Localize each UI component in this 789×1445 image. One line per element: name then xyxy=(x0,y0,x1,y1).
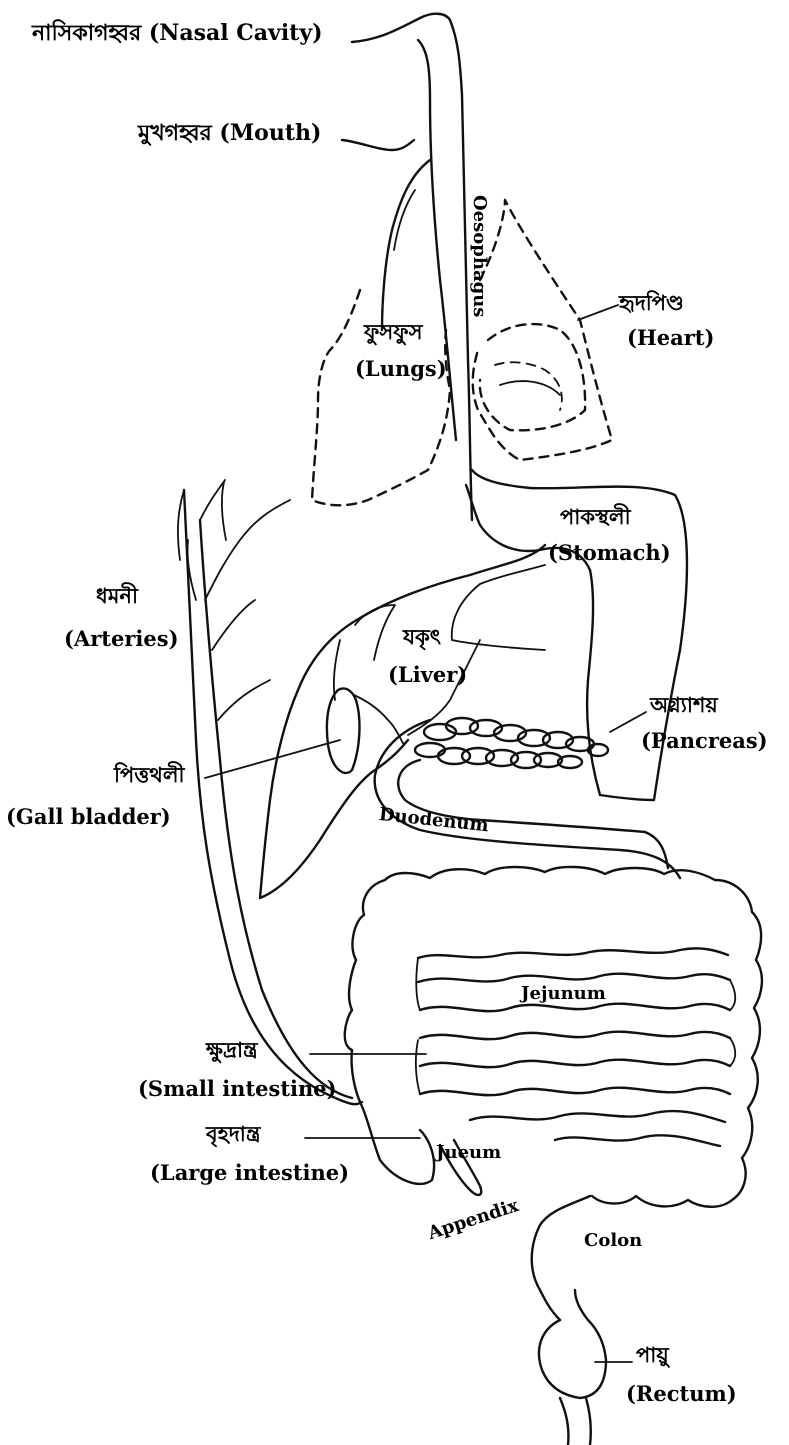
gall-bladder-bn: পিত্তথলী xyxy=(114,765,185,786)
stomach-en: (Stomach) xyxy=(548,542,671,563)
stomach-bn: পাকস্থলী xyxy=(560,507,631,528)
lungs-bn: ফুসফুস xyxy=(364,322,422,343)
gall-bladder-en: (Gall bladder) xyxy=(6,806,171,827)
small-intestine-bn: ক্ষুদ্রান্ত্র xyxy=(206,1040,258,1061)
lungs-en: (Lungs) xyxy=(355,358,447,379)
oesophagus-label: Oesophagus xyxy=(470,195,488,317)
arteries-bn: ধমনী xyxy=(96,586,138,607)
gall-bladder-leader xyxy=(205,740,340,778)
heart-en: (Heart) xyxy=(627,327,714,348)
nasal-cavity-bn: নাসিকাগহ্বর xyxy=(32,21,141,46)
gall-bladder-outline xyxy=(327,688,360,773)
mouth-outline xyxy=(342,140,414,150)
pancreas-bn: অগ্ন্যাশয় xyxy=(650,695,718,716)
heart-outline xyxy=(473,200,612,460)
pharynx-outline xyxy=(382,160,430,330)
small-intestine-en: (Small intestine) xyxy=(138,1078,337,1099)
liver-bn: যকৃৎ xyxy=(403,627,441,648)
large-intestine-bn: বৃহদান্ত্র xyxy=(206,1124,260,1145)
ileum-label: Jueum xyxy=(436,1144,501,1162)
liver-en: (Liver) xyxy=(388,664,467,685)
nasal-cavity-label: নাসিকাগহ্বর (Nasal Cavity) xyxy=(32,22,323,45)
mouth-bn: মুখগহ্বর xyxy=(138,121,212,146)
large-intestine-outline xyxy=(345,867,762,1207)
mouth-label: মুখগহ্বর (Mouth) xyxy=(138,122,321,145)
rectum-en: (Rectum) xyxy=(626,1383,737,1404)
heart-bn: হৃদপিণ্ড xyxy=(619,292,684,313)
pancreas-shape xyxy=(415,718,608,768)
large-intestine-en: (Large intestine) xyxy=(150,1162,349,1183)
nasal-cavity-en: (Nasal Cavity) xyxy=(149,20,323,46)
colon-label: Colon xyxy=(584,1232,642,1250)
mouth-en: (Mouth) xyxy=(219,120,321,146)
liver-outline xyxy=(260,545,545,898)
pancreas-en: (Pancreas) xyxy=(641,730,768,751)
small-intestine-shape xyxy=(416,948,735,1146)
jejunum-label: Jejunum xyxy=(521,985,606,1003)
arteries-en: (Arteries) xyxy=(64,628,179,649)
nasal-cavity-outline xyxy=(352,14,472,520)
heart-leader xyxy=(578,305,618,320)
rectum-bn: পায়ু xyxy=(636,1345,669,1366)
